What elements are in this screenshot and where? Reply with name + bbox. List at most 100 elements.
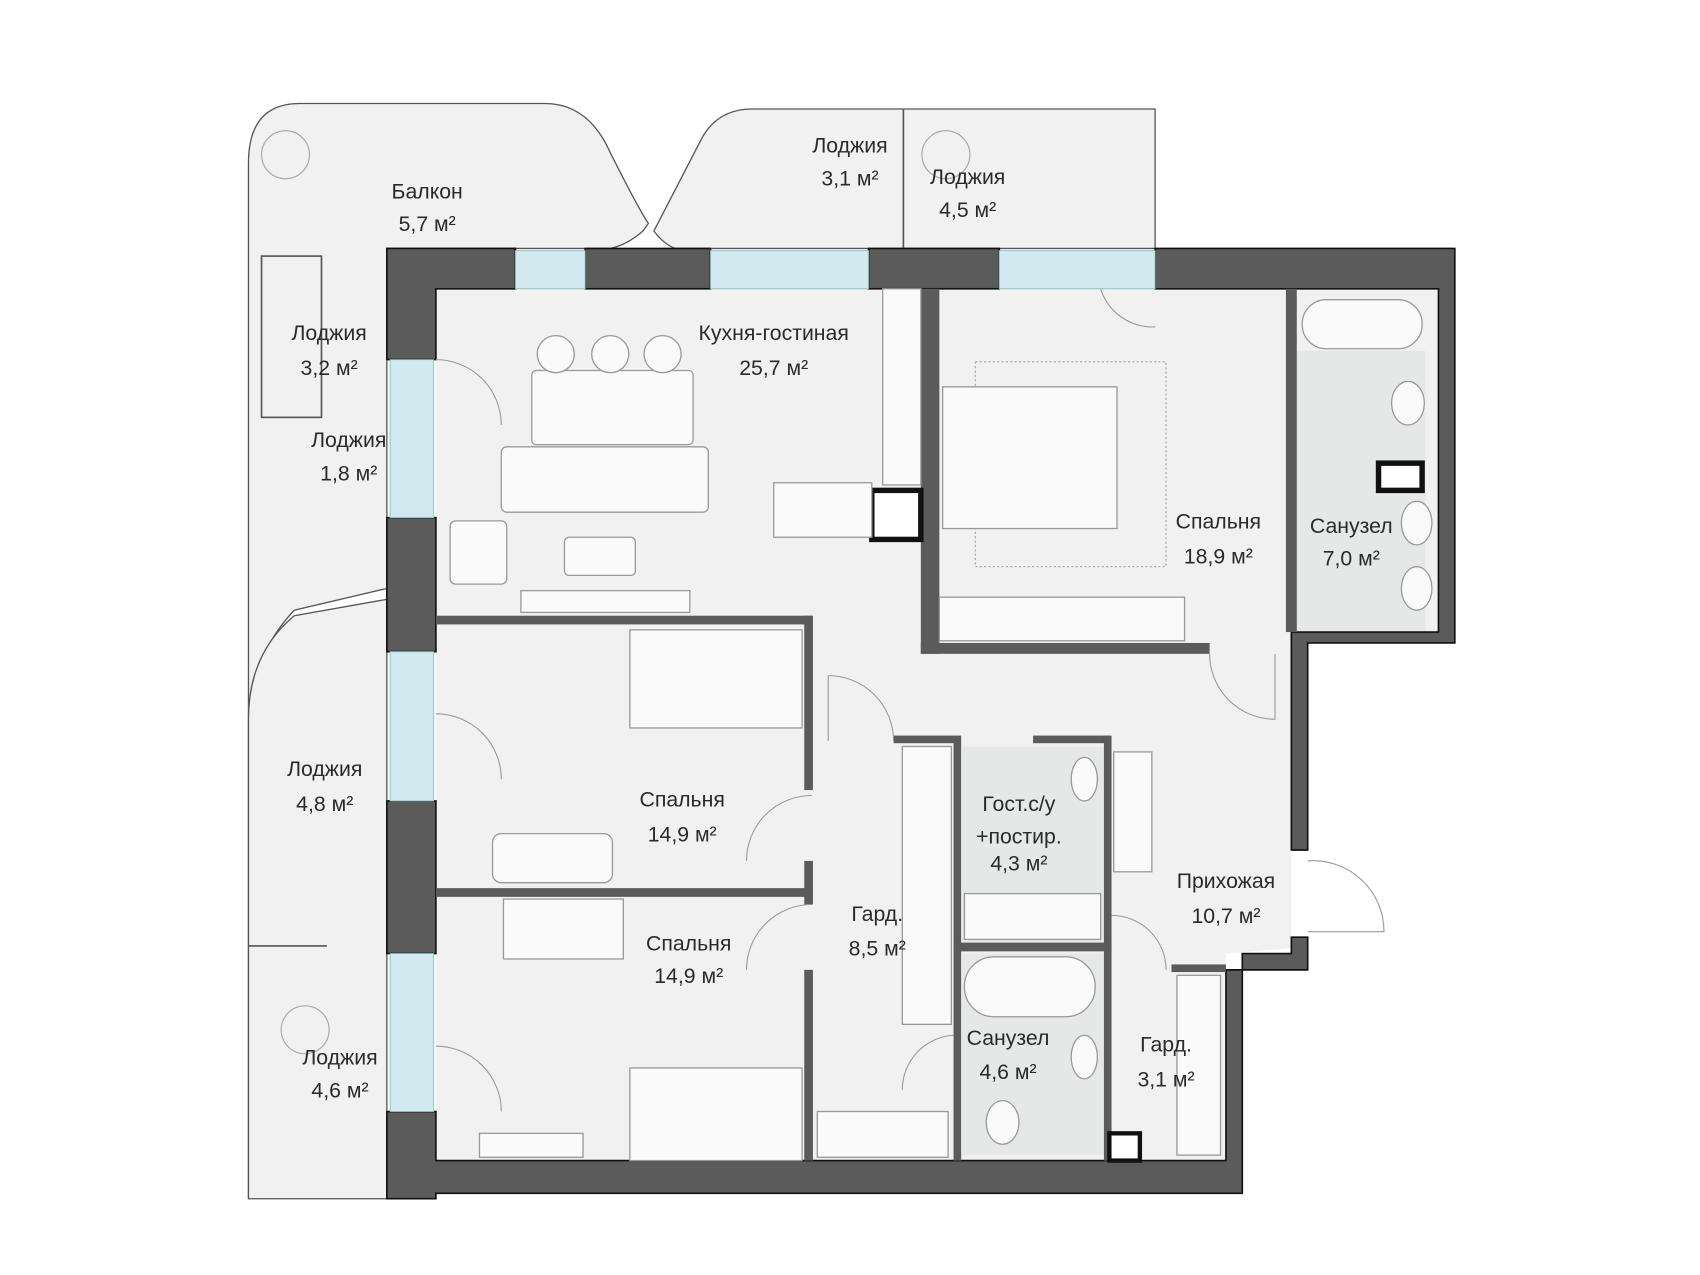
room-name: Гост.с/у — [982, 792, 1055, 816]
room-area: 7,0 м² — [1323, 547, 1380, 571]
washbasin — [1400, 566, 1433, 611]
room-name: Санузел — [967, 1026, 1050, 1050]
room-area: 25,7 м² — [739, 356, 808, 380]
room-name: Балкон — [392, 179, 463, 203]
door[interactable] — [435, 713, 502, 780]
room-area: 4,6 м² — [979, 1060, 1036, 1084]
outer-wall-right — [1154, 247, 1456, 851]
loggia-divider-left — [260, 255, 323, 419]
interior-wall — [435, 615, 812, 625]
washbasin — [1070, 756, 1099, 802]
room-name: Гард. — [851, 902, 903, 926]
room-name: Лоджия — [287, 757, 362, 781]
room-label-loggia: Лоджия 4,8 м² — [287, 757, 362, 816]
interior-wall — [435, 888, 812, 897]
room-name: Санузел — [1310, 514, 1393, 538]
room-name: Гард. — [1140, 1033, 1192, 1057]
washbasin — [1400, 500, 1433, 546]
room-label-bathroom: Санузел 4,6 м² — [967, 1026, 1050, 1084]
shaft — [869, 487, 924, 543]
interior-wall — [804, 860, 813, 905]
room-area: 4,8 м² — [296, 792, 353, 816]
shaft — [1107, 1131, 1143, 1163]
interior-wall — [953, 942, 1112, 952]
dining-table — [531, 369, 694, 446]
room-area: 3,1 м² — [821, 166, 878, 190]
door[interactable] — [1111, 914, 1167, 970]
room-name: Лоджия — [291, 321, 366, 345]
sofa — [500, 446, 709, 513]
washbasin — [1070, 1034, 1099, 1080]
entrance-door[interactable] — [1307, 860, 1385, 933]
radiator — [478, 1132, 584, 1158]
window — [515, 250, 586, 290]
door[interactable] — [901, 1034, 954, 1090]
desk — [491, 832, 614, 884]
room-area: 1,8 м² — [320, 462, 377, 486]
room-area: 3,2 м² — [301, 356, 358, 380]
door[interactable] — [745, 903, 812, 970]
window — [389, 651, 435, 802]
interior-wall — [1285, 288, 1297, 633]
door[interactable] — [827, 675, 895, 742]
room-area: 10,7 м² — [1191, 904, 1260, 928]
interior-wall — [804, 969, 813, 1161]
chair-icon — [591, 334, 630, 374]
armchair — [449, 520, 508, 585]
room-area: 4,6 м² — [311, 1078, 368, 1102]
kitchen-island — [773, 482, 873, 538]
room-label-guest-wc: Гост.с/у +постир. 4,3 м² — [976, 792, 1062, 876]
room-area: 14,9 м² — [648, 822, 717, 846]
room-label-bathroom: Санузел 7,0 м² — [1310, 514, 1393, 571]
room-area: 4,5 м² — [939, 198, 996, 222]
bathtub — [1301, 299, 1423, 350]
bench — [1113, 751, 1153, 873]
interior-wall — [920, 642, 1210, 654]
room-label-hallway: Прихожая 10,7 м² — [1177, 869, 1275, 928]
room-label-bedroom: Спальня 14,9 м² — [646, 931, 731, 988]
door[interactable] — [1209, 653, 1276, 720]
outer-wall — [386, 247, 517, 361]
room-name: Лоджия — [812, 134, 887, 158]
balcony-outline — [247, 102, 650, 1199]
wall-pier — [386, 800, 437, 955]
loggia-left-outline — [247, 598, 388, 1200]
room-name: Спальня — [646, 931, 731, 955]
room-label-kitchen-living: Кухня-гостиная 25,7 м² — [699, 321, 849, 380]
room-area: 8,5 м² — [849, 937, 906, 961]
door[interactable] — [1100, 288, 1156, 328]
toilet — [1390, 380, 1425, 426]
toilet — [985, 1099, 1020, 1145]
room-name: Лоджия — [930, 165, 1005, 189]
room-label-balcony: Балкон 5,7 м² — [392, 179, 463, 236]
room-name: Спальня — [1176, 510, 1261, 534]
interior-wall — [1033, 735, 1110, 744]
room-name: Лоджия — [302, 1046, 377, 1070]
room-label-loggia: Лоджия 1,8 м² — [311, 428, 386, 486]
room-area: 5,7 м² — [399, 212, 456, 236]
room-area: 4,3 м² — [990, 852, 1047, 876]
room-name: Кухня-гостиная — [699, 321, 849, 345]
room-area: 14,9 м² — [654, 964, 723, 988]
door[interactable] — [745, 794, 812, 861]
window — [389, 359, 435, 519]
window — [710, 250, 869, 290]
wall-pier — [584, 247, 712, 290]
desk — [502, 898, 624, 960]
interior-wall — [920, 288, 940, 654]
room-name-line2: +постир. — [976, 824, 1062, 848]
door[interactable] — [435, 1045, 502, 1112]
wall-pier — [386, 516, 437, 653]
interior-wall — [1171, 964, 1226, 973]
room-name: Лоджия — [311, 428, 386, 452]
room-name: Прихожая — [1177, 869, 1275, 893]
interior-wall — [804, 615, 813, 791]
room-label-wardrobe: Гард. 8,5 м² — [849, 902, 906, 961]
kitchen-counter — [882, 288, 922, 486]
room-area: 18,9 м² — [1184, 544, 1253, 568]
door[interactable] — [435, 359, 502, 426]
table-round — [260, 130, 311, 180]
wardrobe — [816, 1110, 949, 1158]
room-label-bedroom: Спальня 14,9 м² — [639, 787, 724, 846]
